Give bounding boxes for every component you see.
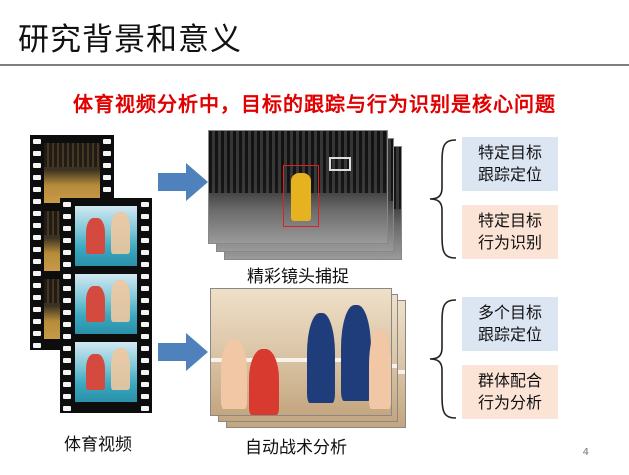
caption-sports-video: 体育视频	[64, 435, 132, 455]
tag-specific-target-action-recognition: 特定目标 行为识别	[462, 205, 558, 259]
tag-specific-target-tracking: 特定目标 跟踪定位	[462, 137, 558, 191]
film-hole	[141, 202, 149, 207]
film-hole	[103, 139, 111, 144]
film-hole	[141, 310, 149, 315]
volleyball-player	[249, 349, 279, 415]
film-hole	[63, 394, 71, 399]
right-arrow-icon	[158, 333, 208, 371]
tracked-player	[291, 173, 311, 221]
title-underline	[0, 64, 629, 66]
left-curly-brace-icon	[429, 139, 457, 259]
film-hole	[33, 307, 41, 312]
film-hole	[63, 214, 71, 219]
film-hole	[63, 286, 71, 291]
basketball-hoop	[329, 157, 351, 171]
film-hole	[141, 358, 149, 363]
film-hole	[141, 394, 149, 399]
film-hole	[103, 151, 111, 156]
tag-multi-target-tracking: 多个目标 跟踪定位	[462, 297, 558, 351]
film-hole	[33, 175, 41, 180]
film-hole	[63, 202, 71, 207]
left-curly-brace-icon	[429, 299, 457, 419]
film-hole	[63, 406, 71, 411]
film-hole	[63, 370, 71, 375]
film-hole	[141, 238, 149, 243]
film-hole	[33, 343, 41, 348]
film-perforations-left	[62, 198, 72, 413]
volleyball-player	[307, 313, 335, 403]
film-hole	[103, 163, 111, 168]
tactics-frame-front	[210, 288, 392, 416]
volleyball-frame	[75, 206, 137, 266]
slide-subtitle: 体育视频分析中，目标的跟踪与行为识别是核心问题	[73, 92, 556, 116]
film-hole	[33, 235, 41, 240]
tag-group-cooperation-analysis: 群体配合 行为分析	[462, 365, 558, 419]
film-perforations-left	[32, 135, 42, 350]
basketball-frame	[44, 143, 100, 203]
film-hole	[141, 334, 149, 339]
film-hole	[141, 406, 149, 411]
volleyball-frame	[75, 342, 137, 402]
film-hole	[141, 298, 149, 303]
film-hole	[141, 346, 149, 351]
film-hole	[141, 226, 149, 231]
film-hole	[63, 238, 71, 243]
film-hole	[141, 370, 149, 375]
film-hole	[33, 211, 41, 216]
film-hole	[63, 298, 71, 303]
film-hole	[33, 139, 41, 144]
film-hole	[33, 271, 41, 276]
film-hole	[63, 262, 71, 267]
film-hole	[33, 283, 41, 288]
caption-auto-tactics: 自动战术分析	[245, 438, 347, 458]
film-hole	[33, 163, 41, 168]
volleyball-player	[369, 329, 391, 409]
film-hole	[33, 319, 41, 324]
film-hole	[33, 151, 41, 156]
film-hole	[33, 199, 41, 204]
page-number: 4	[582, 447, 589, 458]
highlight-frame-front	[208, 130, 388, 244]
film-hole	[141, 382, 149, 387]
film-hole	[141, 214, 149, 219]
film-hole	[63, 358, 71, 363]
volleyball-player	[341, 305, 371, 401]
film-hole	[63, 250, 71, 255]
film-hole	[141, 262, 149, 267]
film-hole	[63, 226, 71, 231]
film-hole	[63, 382, 71, 387]
film-hole	[63, 346, 71, 351]
film-hole	[33, 331, 41, 336]
film-hole	[33, 259, 41, 264]
film-hole	[141, 286, 149, 291]
film-hole	[63, 274, 71, 279]
film-hole	[63, 310, 71, 315]
film-hole	[33, 247, 41, 252]
film-hole	[141, 274, 149, 279]
caption-highlight-capture: 精彩镜头捕捉	[247, 267, 349, 287]
film-strip-volleyball	[60, 198, 152, 413]
film-perforations-right	[140, 198, 150, 413]
tracking-bounding-box	[283, 165, 319, 227]
film-hole	[33, 187, 41, 192]
slide-title: 研究背景和意义	[18, 22, 242, 58]
film-hole	[103, 187, 111, 192]
film-hole	[33, 295, 41, 300]
volleyball-frame	[75, 274, 137, 334]
film-hole	[103, 175, 111, 180]
film-hole	[63, 334, 71, 339]
film-hole	[141, 250, 149, 255]
film-hole	[63, 322, 71, 327]
volleyball-player	[221, 339, 247, 409]
film-hole	[141, 322, 149, 327]
film-hole	[33, 223, 41, 228]
right-arrow-icon	[158, 163, 208, 201]
